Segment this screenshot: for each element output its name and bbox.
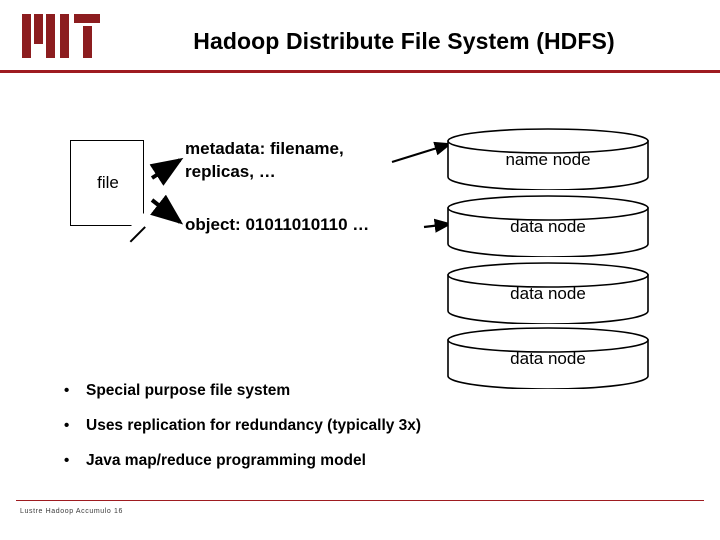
footer-text: Lustre Hadoop Accumulo 16: [20, 508, 123, 515]
mit-logo: [22, 14, 100, 58]
cylinder-shape: [447, 262, 649, 324]
bullet-text: Uses replication for redundancy (typical…: [86, 417, 422, 434]
bullet-marker-icon: •: [64, 382, 70, 399]
header-divider: [0, 70, 720, 73]
mit-logo-graphic: [22, 14, 100, 58]
bullet-marker-icon: •: [64, 452, 70, 469]
metadata-text: metadata: filename, replicas, …: [185, 139, 344, 181]
bullet-item-3: • Java map/reduce programming model: [58, 452, 698, 470]
cylinder-shape: [447, 195, 649, 257]
hdfs-diagram: file metadata: filename, replicas, … obj…: [0, 82, 720, 389]
page-title: Hadoop Distribute File System (HDFS): [193, 28, 615, 54]
cylinder-shape: [447, 327, 649, 389]
diagram-arrows: [149, 141, 453, 233]
bullet-list: • Special purpose file system • Uses rep…: [58, 382, 698, 487]
bullet-text: Java map/reduce programming model: [86, 452, 366, 469]
node-label: data node: [510, 217, 586, 236]
bullet-item-1: • Special purpose file system: [58, 382, 698, 400]
node-cylinder-data-node-1: data node: [446, 195, 650, 257]
node-cylinder-data-node-2: data node: [446, 262, 650, 324]
footer-divider: [16, 500, 704, 501]
node-label: data node: [510, 349, 586, 368]
cylinder-shape: [447, 128, 649, 190]
node-cylinder-name-node: name node: [446, 128, 650, 190]
node-label: name node: [505, 150, 591, 169]
file-icon: file: [70, 140, 146, 242]
bullet-text: Special purpose file system: [86, 382, 291, 399]
file-corner-fold: [129, 211, 145, 227]
node-label: data node: [510, 284, 586, 303]
object-text: object: 01011010110 …: [185, 215, 370, 234]
bullet-item-2: • Uses replication for redundancy (typic…: [58, 417, 698, 435]
node-cylinder-data-node-3: data node: [446, 327, 650, 389]
bullet-marker-icon: •: [64, 417, 70, 434]
file-label: file: [97, 173, 119, 192]
